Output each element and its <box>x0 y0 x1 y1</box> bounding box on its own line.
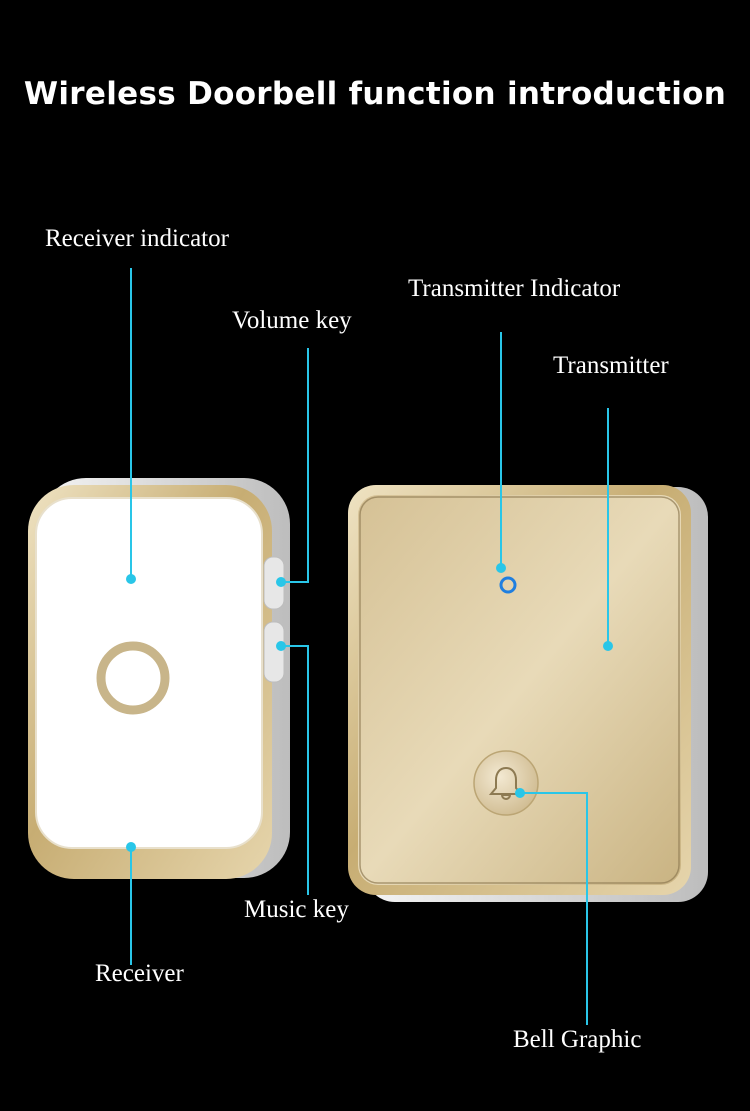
transmitter-device <box>348 485 708 902</box>
music-key <box>263 621 285 683</box>
receiver-device <box>28 478 290 879</box>
label-transmitter: Transmitter <box>553 352 669 379</box>
label-transmitter-indicator: Transmitter Indicator <box>408 275 621 302</box>
callout-dots <box>126 563 613 852</box>
bell-icon <box>488 766 524 800</box>
label-receiver-indicator: Receiver indicator <box>45 225 229 252</box>
page-title: Wireless Doorbell function introduction <box>23 76 727 112</box>
label-music-key: Music key <box>244 896 349 923</box>
bell-button <box>473 750 539 816</box>
label-bell-graphic: Bell Graphic <box>513 1026 642 1053</box>
label-volume-key: Volume key <box>232 307 352 334</box>
transmitter-indicator-light <box>499 576 517 594</box>
label-receiver: Receiver <box>95 960 184 987</box>
receiver-ring-icon <box>96 641 170 715</box>
callout-lines <box>130 268 609 1025</box>
